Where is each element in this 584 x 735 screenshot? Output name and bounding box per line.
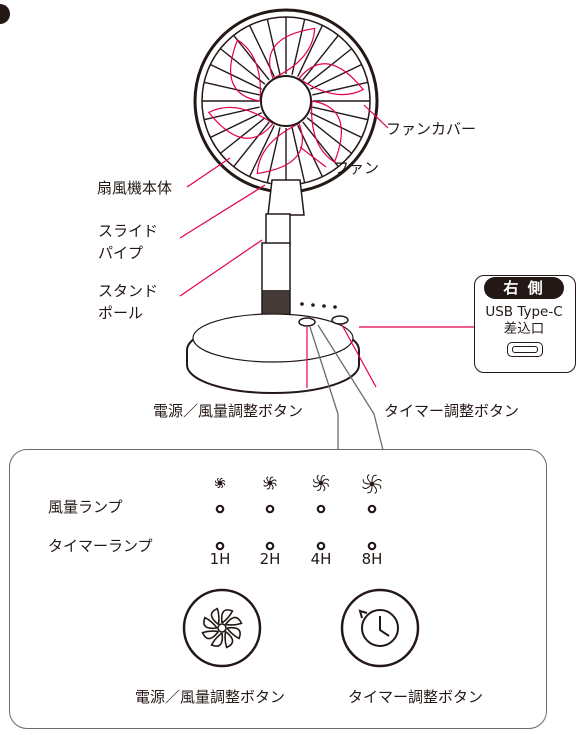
panel-timer-button-label: タイマー調整ボタン <box>348 688 484 706</box>
fan-base <box>186 302 360 394</box>
timer-button-label: タイマー調整ボタン <box>384 402 520 420</box>
usb-port-label: 差込口 <box>503 321 545 337</box>
fan-label: ファン <box>334 159 380 177</box>
power-button-detail <box>182 588 262 668</box>
fan-head <box>193 8 379 194</box>
wind-lamp <box>265 504 275 514</box>
wind-lamp <box>215 504 225 514</box>
timer-lamp <box>215 541 225 551</box>
power-button-label: 電源／風量調整ボタン <box>153 402 304 420</box>
usb-port-icon <box>507 342 543 357</box>
control-panel-detail <box>9 449 547 729</box>
timer-value-8h: 8H <box>361 550 383 568</box>
wind-level-icon <box>263 476 277 490</box>
slide-pipe-label-1: スライド <box>98 222 159 240</box>
stand-pole-label-1: スタンド <box>98 282 159 300</box>
wind-lamp <box>367 504 377 514</box>
timer-value-4h: 4H <box>310 550 332 568</box>
stand-pole-label-2: ポール <box>98 304 144 322</box>
timer-value-1h: 1H <box>209 550 231 568</box>
wind-level-icon <box>214 477 226 489</box>
callout-heading: 右 側 <box>484 277 564 299</box>
wind-lamp-label: 風量ランプ <box>48 498 123 516</box>
wind-lamp <box>316 504 326 514</box>
wind-level-icon <box>362 474 382 494</box>
timer-lamp-label: タイマーランプ <box>48 537 153 555</box>
timer-button-detail <box>340 588 420 668</box>
slide-pipe-label-2: パイプ <box>98 244 144 262</box>
body-label: 扇風機本体 <box>97 179 173 197</box>
panel-power-button-label: 電源／風量調整ボタン <box>135 688 286 706</box>
slide-pipe <box>265 213 291 245</box>
timer-lamp <box>367 541 377 551</box>
timer-value-2h: 2H <box>259 550 281 568</box>
wind-level-icon <box>312 474 330 492</box>
usb-type-label: USB Type-C <box>485 304 563 320</box>
corner-marker <box>0 4 10 24</box>
timer-lamp <box>316 541 326 551</box>
timer-lamp <box>265 541 275 551</box>
fan-cover-label: ファンカバー <box>386 120 477 138</box>
